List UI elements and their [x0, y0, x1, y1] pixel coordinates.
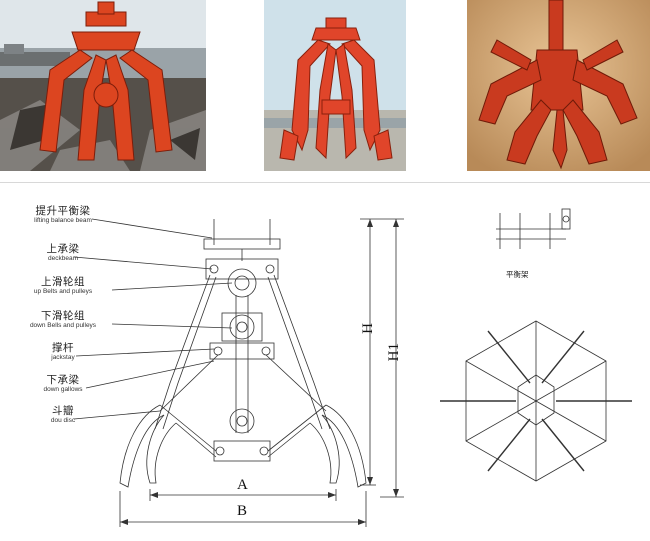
dimension-h1-label: H1	[386, 343, 402, 362]
callout-cn: 下滑轮组	[41, 310, 85, 322]
side-view-title: 平衡架	[506, 270, 529, 279]
callout-up-pulleys: 上滑轮组 up Belts and pulleys	[4, 276, 122, 296]
callout-en: dou disc	[50, 417, 76, 424]
callout-en: down gallows	[43, 386, 83, 393]
callout-cn: 提升平衡梁	[35, 205, 91, 217]
callout-lifting-balance-beam: 提升平衡梁 lifting balance beam	[4, 205, 122, 225]
callout-dou-disc: 斗瓣 dou disc	[4, 405, 122, 425]
callout-en: deckbeam	[48, 255, 78, 262]
section-divider	[0, 182, 650, 183]
photo-grab-scrap-port	[0, 0, 206, 171]
callout-en: lifting balance beam	[34, 217, 92, 224]
callout-down-gallows: 下承梁 down gallows	[4, 374, 122, 394]
photo-grab-sand	[467, 0, 650, 171]
dimension-a-label: A	[237, 477, 248, 493]
callout-cn: 上承梁	[46, 243, 80, 255]
callout-cn: 斗瓣	[52, 405, 74, 417]
callout-cn: 下承梁	[46, 374, 80, 386]
callout-en: down Bells and pulleys	[29, 322, 97, 329]
callout-en: up Belts and pulleys	[33, 288, 93, 295]
technical-drawing: 提升平衡梁 lifting balance beam 上承梁 deckbeam …	[0, 183, 650, 537]
dimension-b-label: B	[237, 503, 248, 519]
photo-grab-dock	[264, 0, 406, 171]
callout-cn: 撑杆	[52, 342, 74, 354]
dimension-h-label: H	[360, 323, 376, 334]
callout-cn: 上滑轮组	[41, 276, 85, 288]
callout-deckbeam: 上承梁 deckbeam	[4, 243, 122, 263]
callout-down-pulleys: 下滑轮组 down Bells and pulleys	[4, 310, 122, 330]
callout-jackstay: 撑杆 jackstay	[4, 342, 122, 362]
callout-en: jackstay	[51, 354, 75, 361]
